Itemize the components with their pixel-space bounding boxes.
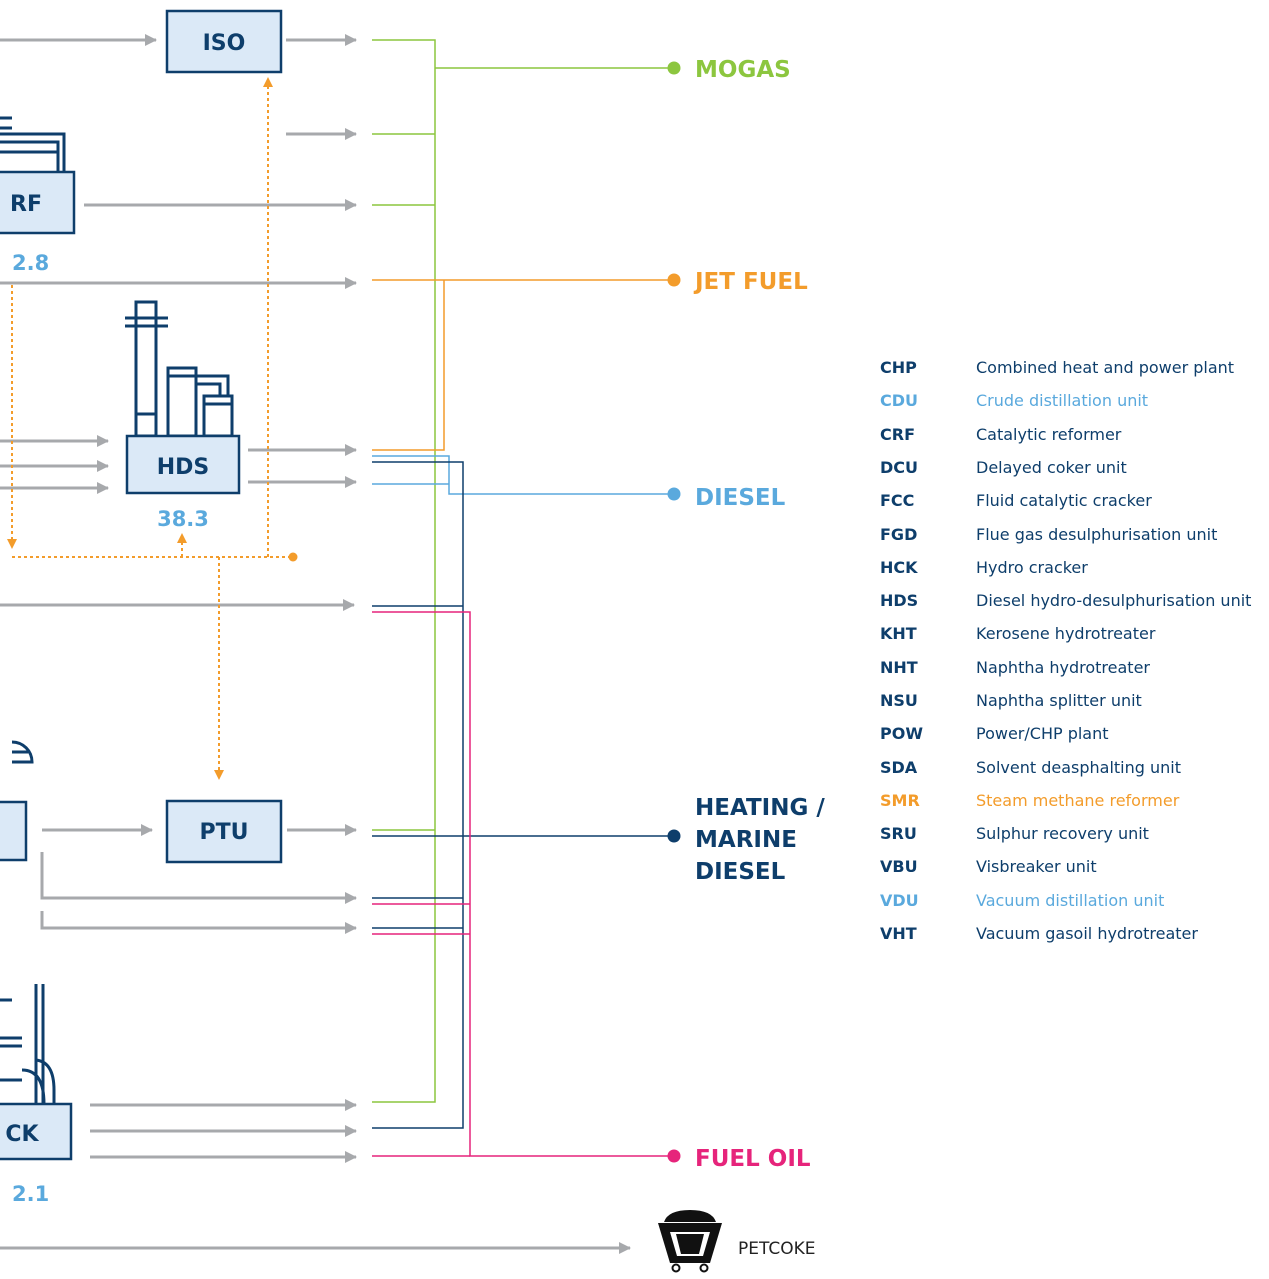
product-jet-fuel: JET FUEL [667, 269, 808, 295]
legend-description: Sulphur recovery unit [976, 824, 1149, 843]
legend-abbreviation: SDA [880, 758, 918, 777]
legend-abbreviation: VHT [880, 924, 917, 943]
legend-abbreviation: CRF [880, 425, 915, 444]
hydrogen-dotted-lines [7, 77, 293, 780]
flow-arrow [40, 852, 357, 904]
legend-abbreviation: NHT [880, 658, 918, 677]
hds-capacity-value: 38.3 [157, 507, 209, 531]
legend-description: Vacuum distillation unit [976, 891, 1165, 910]
legend-description: Naphtha hydrotreater [976, 658, 1150, 677]
fuel-oil-lines [372, 611, 672, 1157]
fuel-oil-label: FUEL OIL [695, 1146, 811, 1172]
iso-unit-box [165, 9, 283, 74]
crf-unit: RF 2.8 [0, 170, 76, 275]
legend-description: Catalytic reformer [976, 425, 1122, 444]
legend-description: Kerosene hydrotreater [976, 624, 1156, 643]
jet-fuel-dot-icon [667, 273, 681, 287]
legend-description: Combined heat and power plant [976, 358, 1235, 377]
mogas-lines [372, 39, 672, 1103]
legend-abbreviation: SRU [880, 824, 917, 843]
legend-abbreviation: CDU [880, 391, 919, 410]
legend-description: Vacuum gasoil hydrotreater [976, 924, 1198, 943]
legend-description: Fluid catalytic cracker [976, 491, 1152, 510]
legend-description: Naphtha splitter unit [976, 691, 1142, 710]
ptu-feed-icon [11, 740, 34, 764]
product-mogas: MOGAS [667, 57, 791, 83]
ptu-unit-label: PTU [200, 820, 249, 845]
jet-fuel-label: JET FUEL [693, 269, 808, 295]
crf-plant-icon [0, 116, 66, 172]
legend-description: Flue gas desulphurisation unit [976, 525, 1218, 544]
coke-wagon-icon [658, 1210, 722, 1273]
legend-abbreviation: NSU [880, 691, 918, 710]
iso-unit: ISO [165, 9, 283, 74]
legend-abbreviation: FGD [880, 525, 918, 544]
petcoke-label: PETCOKE [738, 1239, 816, 1259]
legend-abbreviation: HDS [880, 591, 919, 610]
ptu-feed-unit [0, 800, 28, 862]
diesel-label: DIESEL [695, 485, 786, 511]
hydrogen-source-dot [288, 552, 298, 562]
legend-abbreviation: SMR [880, 791, 920, 810]
crf-unit-box [0, 170, 76, 235]
product-heating-marine-diesel: HEATING / MARINE DIESEL [667, 795, 825, 885]
iso-unit-label: ISO [203, 31, 246, 56]
heating-diesel-lines [372, 461, 672, 1129]
jet-fuel-lines [372, 279, 672, 451]
hck-plant-icon [0, 984, 56, 1105]
heating-diesel-label-line-1: HEATING / [695, 795, 825, 821]
crf-capacity-value: 2.8 [12, 251, 49, 275]
diesel-lines [372, 455, 672, 495]
legend-abbreviation: KHT [880, 624, 917, 643]
legend-description: Solvent deasphalting unit [976, 758, 1181, 777]
product-diesel: DIESEL [667, 485, 786, 511]
fuel-oil-dot-icon [667, 1149, 681, 1163]
hds-unit: HDS 38.3 [125, 434, 241, 531]
legend-description: Power/CHP plant [976, 724, 1109, 743]
diesel-dot-icon [667, 487, 681, 501]
mogas-dot-icon [667, 61, 681, 75]
hck-unit-box [0, 1102, 73, 1161]
ptu-feed-box [0, 800, 28, 862]
legend-abbreviation: FCC [880, 491, 915, 510]
ptu-unit-box [165, 799, 283, 864]
legend-abbreviation: DCU [880, 458, 919, 477]
legend-description: Steam methane reformer [976, 791, 1180, 810]
product-fuel-oil: FUEL OIL [667, 1146, 811, 1172]
legend-description: Delayed coker unit [976, 458, 1127, 477]
heating-diesel-label-line-3: DIESEL [695, 859, 786, 885]
legend-abbreviation: VDU [880, 891, 919, 910]
hds-unit-box [125, 434, 241, 495]
hck-unit: CK 2.1 [0, 1102, 73, 1206]
hck-unit-label: CK [5, 1122, 39, 1147]
heating-diesel-dot-icon [667, 829, 681, 843]
hck-capacity-value: 2.1 [12, 1182, 49, 1206]
product-petcoke: PETCOKE [658, 1210, 816, 1273]
legend-description: Diesel hydro-desulphurisation unit [976, 591, 1252, 610]
heating-diesel-label-line-2: MARINE [695, 827, 797, 853]
flow-arrow [40, 911, 357, 934]
legend-abbreviation: POW [880, 724, 923, 743]
ptu-unit: PTU [165, 799, 283, 864]
legend-description: Hydro cracker [976, 558, 1088, 577]
legend-abbreviation: CHP [880, 358, 917, 377]
legend-description: Crude distillation unit [976, 391, 1149, 410]
mogas-label: MOGAS [695, 57, 791, 83]
legend-description: Visbreaker unit [976, 857, 1097, 876]
legend-abbreviation: VBU [880, 857, 918, 876]
hds-unit-label: HDS [157, 455, 210, 480]
hds-plant-icon [125, 300, 234, 438]
grey-flow-arrows [0, 34, 631, 1254]
legend-abbreviation: HCK [880, 558, 918, 577]
crf-unit-label: RF [10, 192, 42, 217]
